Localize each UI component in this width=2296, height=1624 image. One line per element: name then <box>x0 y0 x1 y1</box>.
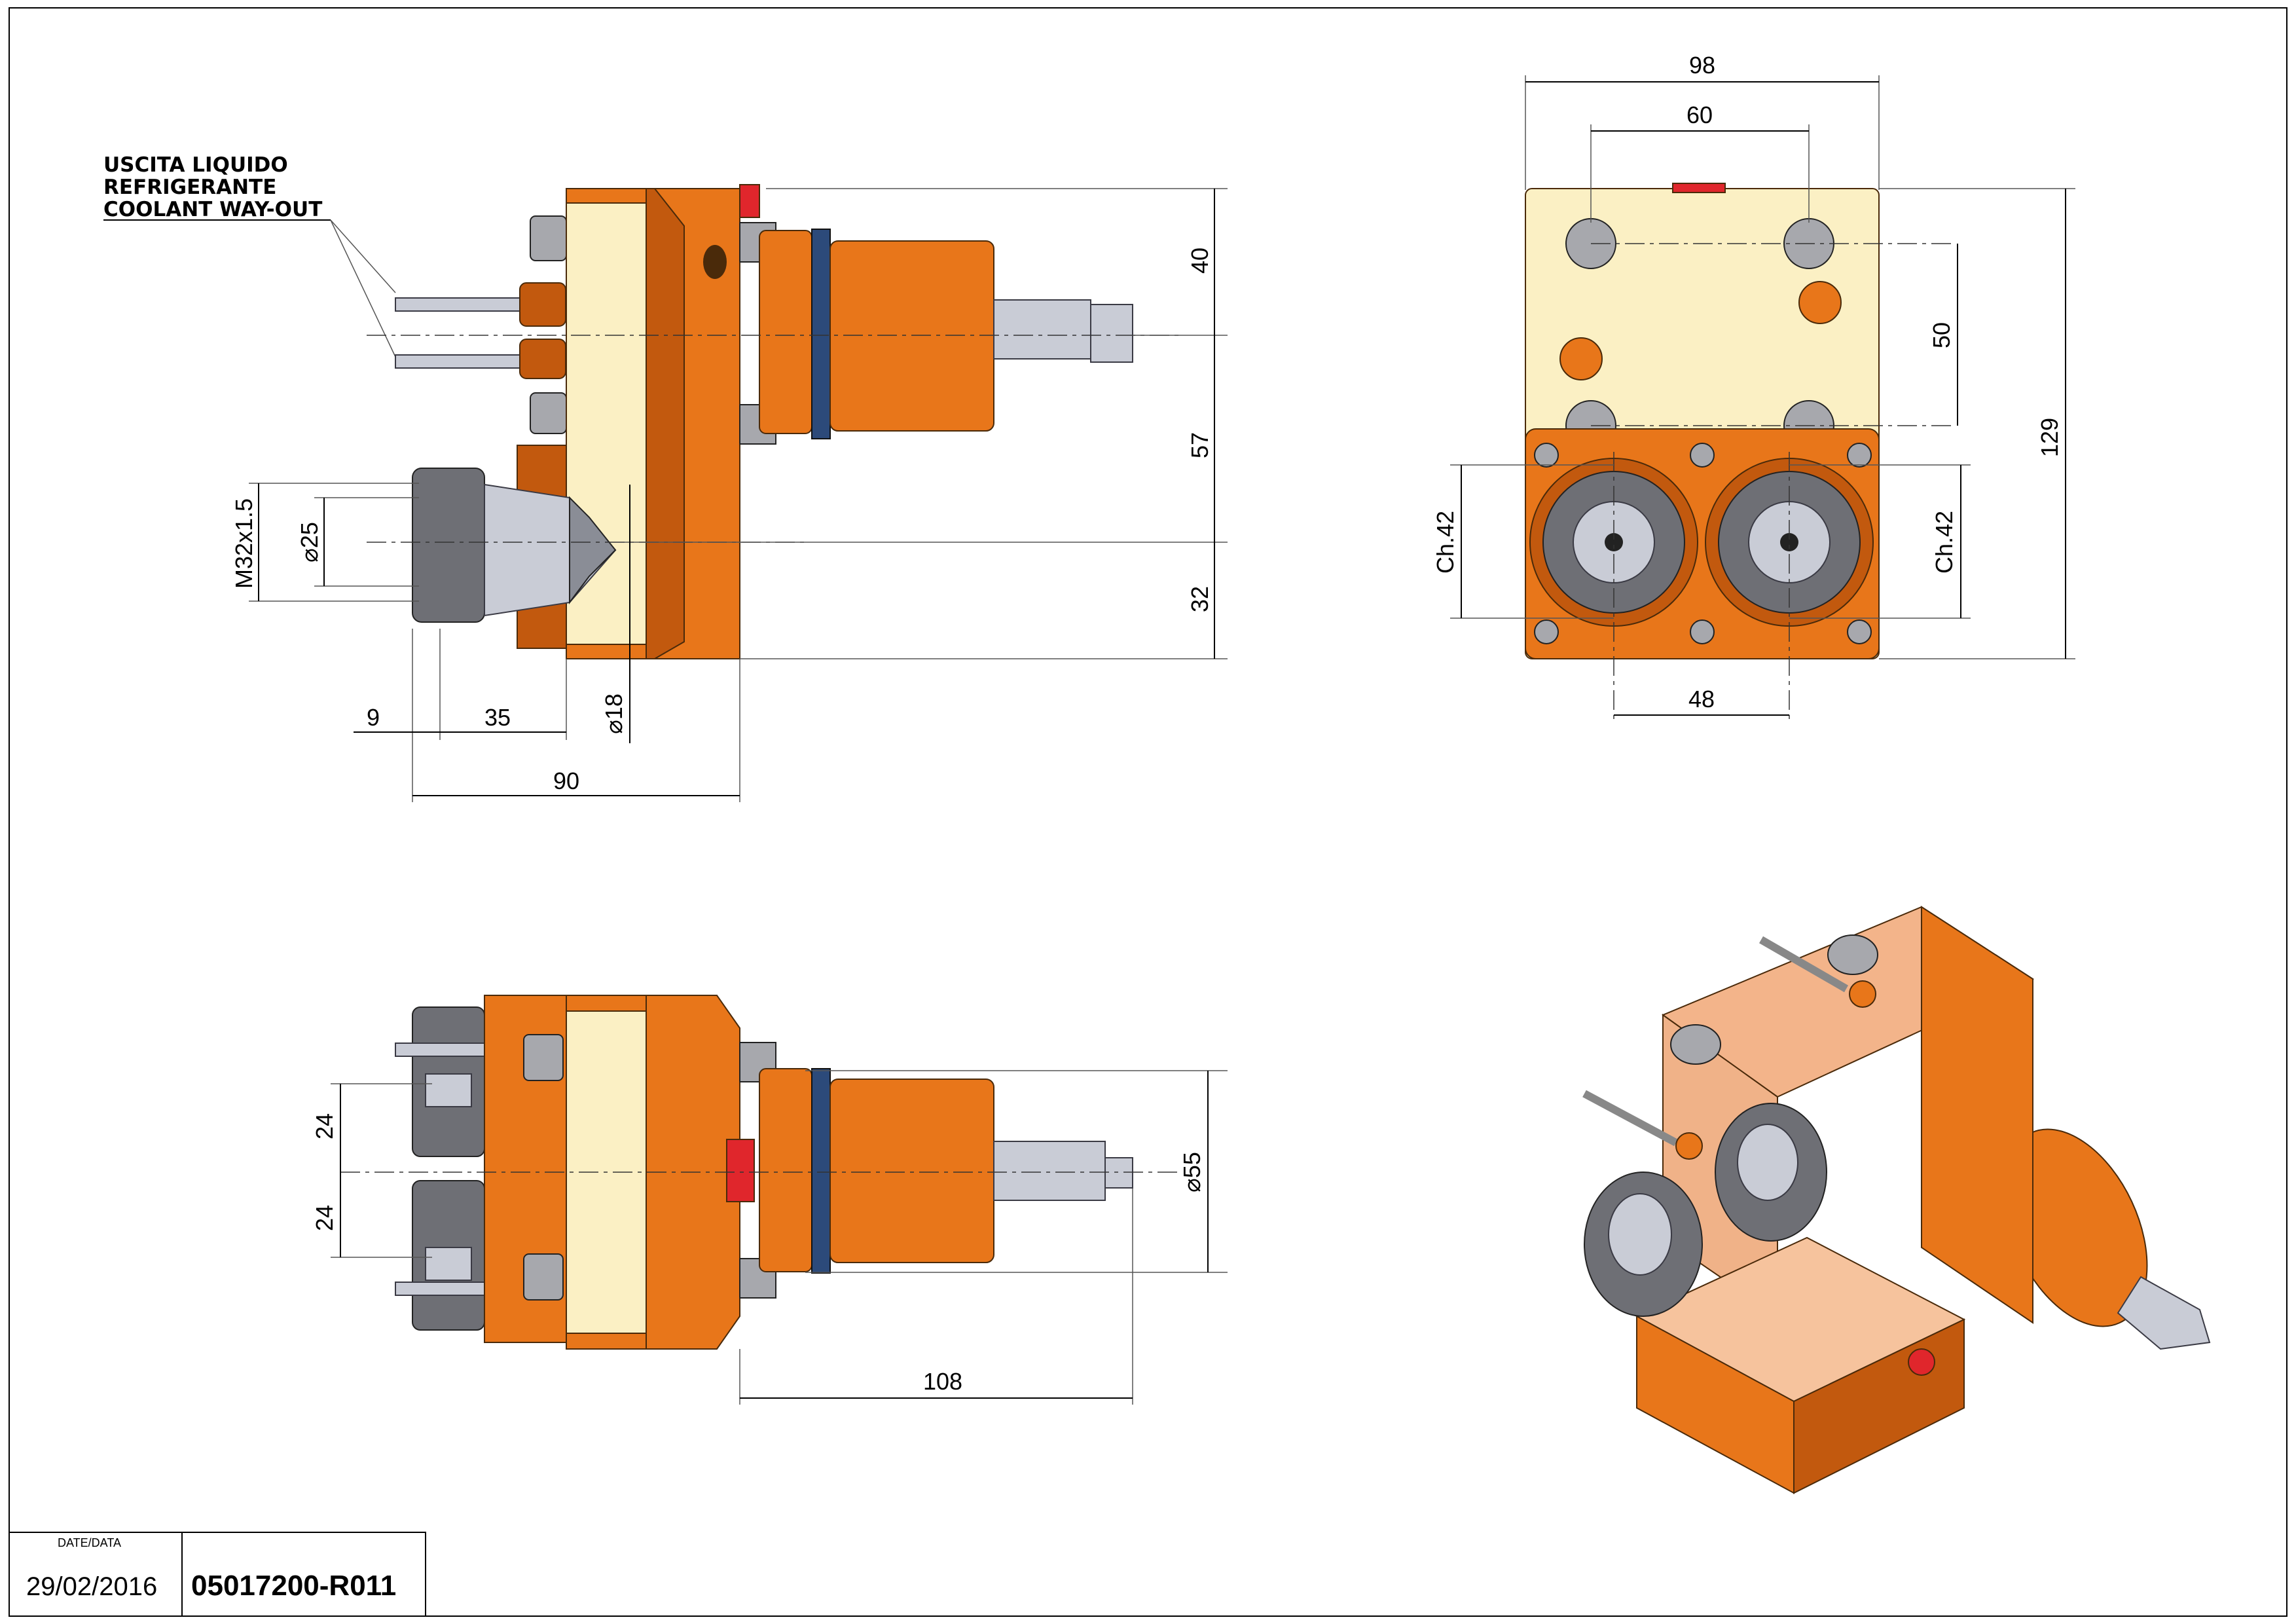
collet-nut <box>412 468 485 623</box>
date-value: 29/02/2016 <box>26 1572 157 1601</box>
head-bolt <box>523 1253 564 1301</box>
coolant-port <box>703 245 727 279</box>
spindle-seal <box>811 229 831 439</box>
coolant-leader-1 <box>330 219 396 293</box>
rear-plate-cap <box>566 188 647 204</box>
coolant-nozzle <box>1559 337 1603 380</box>
dim-label-24-upper: 24 <box>311 1113 338 1139</box>
rear-plate-cap <box>566 995 647 1012</box>
coolant-plug <box>726 1139 755 1202</box>
iso-collet-right-bore <box>1737 1124 1798 1201</box>
dim-label-35: 35 <box>484 704 511 731</box>
dim-label-32: 32 <box>1186 586 1213 612</box>
small-screw <box>1690 443 1715 468</box>
title-block-frame <box>9 1532 426 1617</box>
side-view: USCITA LIQUIDO REFRIGERANTE COOLANT WAY-… <box>103 153 1228 802</box>
head-bolt <box>523 1034 564 1081</box>
collet-left-bore <box>1605 533 1623 551</box>
iso-body-side <box>1921 906 2033 1324</box>
coolant-fitting-upper <box>519 282 566 327</box>
dim-label-50: 50 <box>1928 322 1955 348</box>
dim-label-129: 129 <box>2036 418 2063 457</box>
dim-label-108: 108 <box>923 1368 962 1395</box>
drive-shaft <box>993 1141 1106 1201</box>
bolt-head <box>530 215 567 261</box>
coolant-plug <box>739 184 760 218</box>
dim-label-ch-left: Ch.42 <box>1432 511 1459 574</box>
coolant-fitting-lower <box>519 339 566 379</box>
coolant-nozzle <box>1798 281 1842 324</box>
iso-collet-left-bore <box>1608 1193 1672 1276</box>
coolant-note-line-2: REFRIGERANTE <box>103 175 276 199</box>
dim-label-57: 57 <box>1186 432 1213 458</box>
dim-label-48: 48 <box>1688 686 1715 712</box>
dim-label-thread: M32x1.5 <box>230 498 257 589</box>
dim-label-ch-right: Ch.42 <box>1931 511 1958 574</box>
dim-label-98: 98 <box>1689 52 1715 79</box>
date-label: DATE/DATA <box>58 1536 121 1549</box>
isometric-view <box>1582 906 2211 1494</box>
drawing-code: 05017200-R011 <box>191 1570 396 1602</box>
iso-spindle-shaft <box>2117 1276 2211 1350</box>
tool-tip <box>569 496 617 604</box>
coolant-pipe-upper <box>395 297 520 312</box>
dim-label-40: 40 <box>1186 248 1213 274</box>
coolant-pipe-lower <box>395 354 520 369</box>
iso-coolant-nozzle <box>1675 1132 1703 1160</box>
title-block: DATE/DATA 29/02/2016 05017200-R011 <box>9 1532 426 1617</box>
small-screw <box>1847 619 1872 644</box>
iso-cap-screw <box>1670 1024 1721 1065</box>
collet-nose-upper <box>425 1073 472 1107</box>
coolant-note-line-3: COOLANT WAY-OUT <box>103 198 322 221</box>
spindle-housing <box>829 1079 994 1263</box>
dim-label-90: 90 <box>553 767 579 794</box>
iso-cap-screw <box>1827 934 1878 975</box>
dim-label-d55: ⌀55 <box>1178 1152 1205 1192</box>
iso-coolant-pipe <box>1759 936 1848 993</box>
small-screw <box>1534 619 1559 644</box>
dim-label-24-lower: 24 <box>311 1205 338 1231</box>
rear-plate-foot <box>566 1333 647 1350</box>
dim-label-d25: ⌀25 <box>296 522 323 563</box>
bolt-head <box>530 392 567 434</box>
spindle-housing <box>829 240 994 432</box>
top-view: 24 24 ⌀55 108 <box>311 995 1228 1405</box>
small-screw <box>1847 443 1872 468</box>
drive-shaft <box>993 299 1091 360</box>
coolant-note-line-1: USCITA LIQUIDO <box>103 153 288 177</box>
dim-label-d18: ⌀18 <box>600 693 627 734</box>
iso-coolant-pipe <box>1582 1090 1678 1147</box>
coolant-leader-2 <box>330 219 396 358</box>
drawing-frame <box>9 7 2287 1617</box>
collet-right-bore <box>1780 533 1798 551</box>
dim-label-9: 9 <box>367 704 380 731</box>
main-body-bevel <box>646 188 685 659</box>
coolant-plug-top <box>1672 183 1726 193</box>
spindle-flange <box>759 230 812 434</box>
iso-coolant-nozzle <box>1849 980 1876 1008</box>
drive-tang <box>1104 1157 1133 1189</box>
collet-nose-lower <box>425 1247 472 1281</box>
dim-label-60: 60 <box>1686 101 1713 128</box>
rear-plate-foot <box>566 644 647 659</box>
iso-coolant-plug <box>1908 1348 1935 1376</box>
spindle-flange <box>759 1068 812 1272</box>
small-screw <box>1534 443 1559 468</box>
front-view: 98 60 50 129 Ch.42 Ch.42 48 <box>1432 52 2075 720</box>
spindle-seal <box>811 1068 831 1274</box>
small-screw <box>1690 619 1715 644</box>
drive-tang <box>1090 304 1133 363</box>
